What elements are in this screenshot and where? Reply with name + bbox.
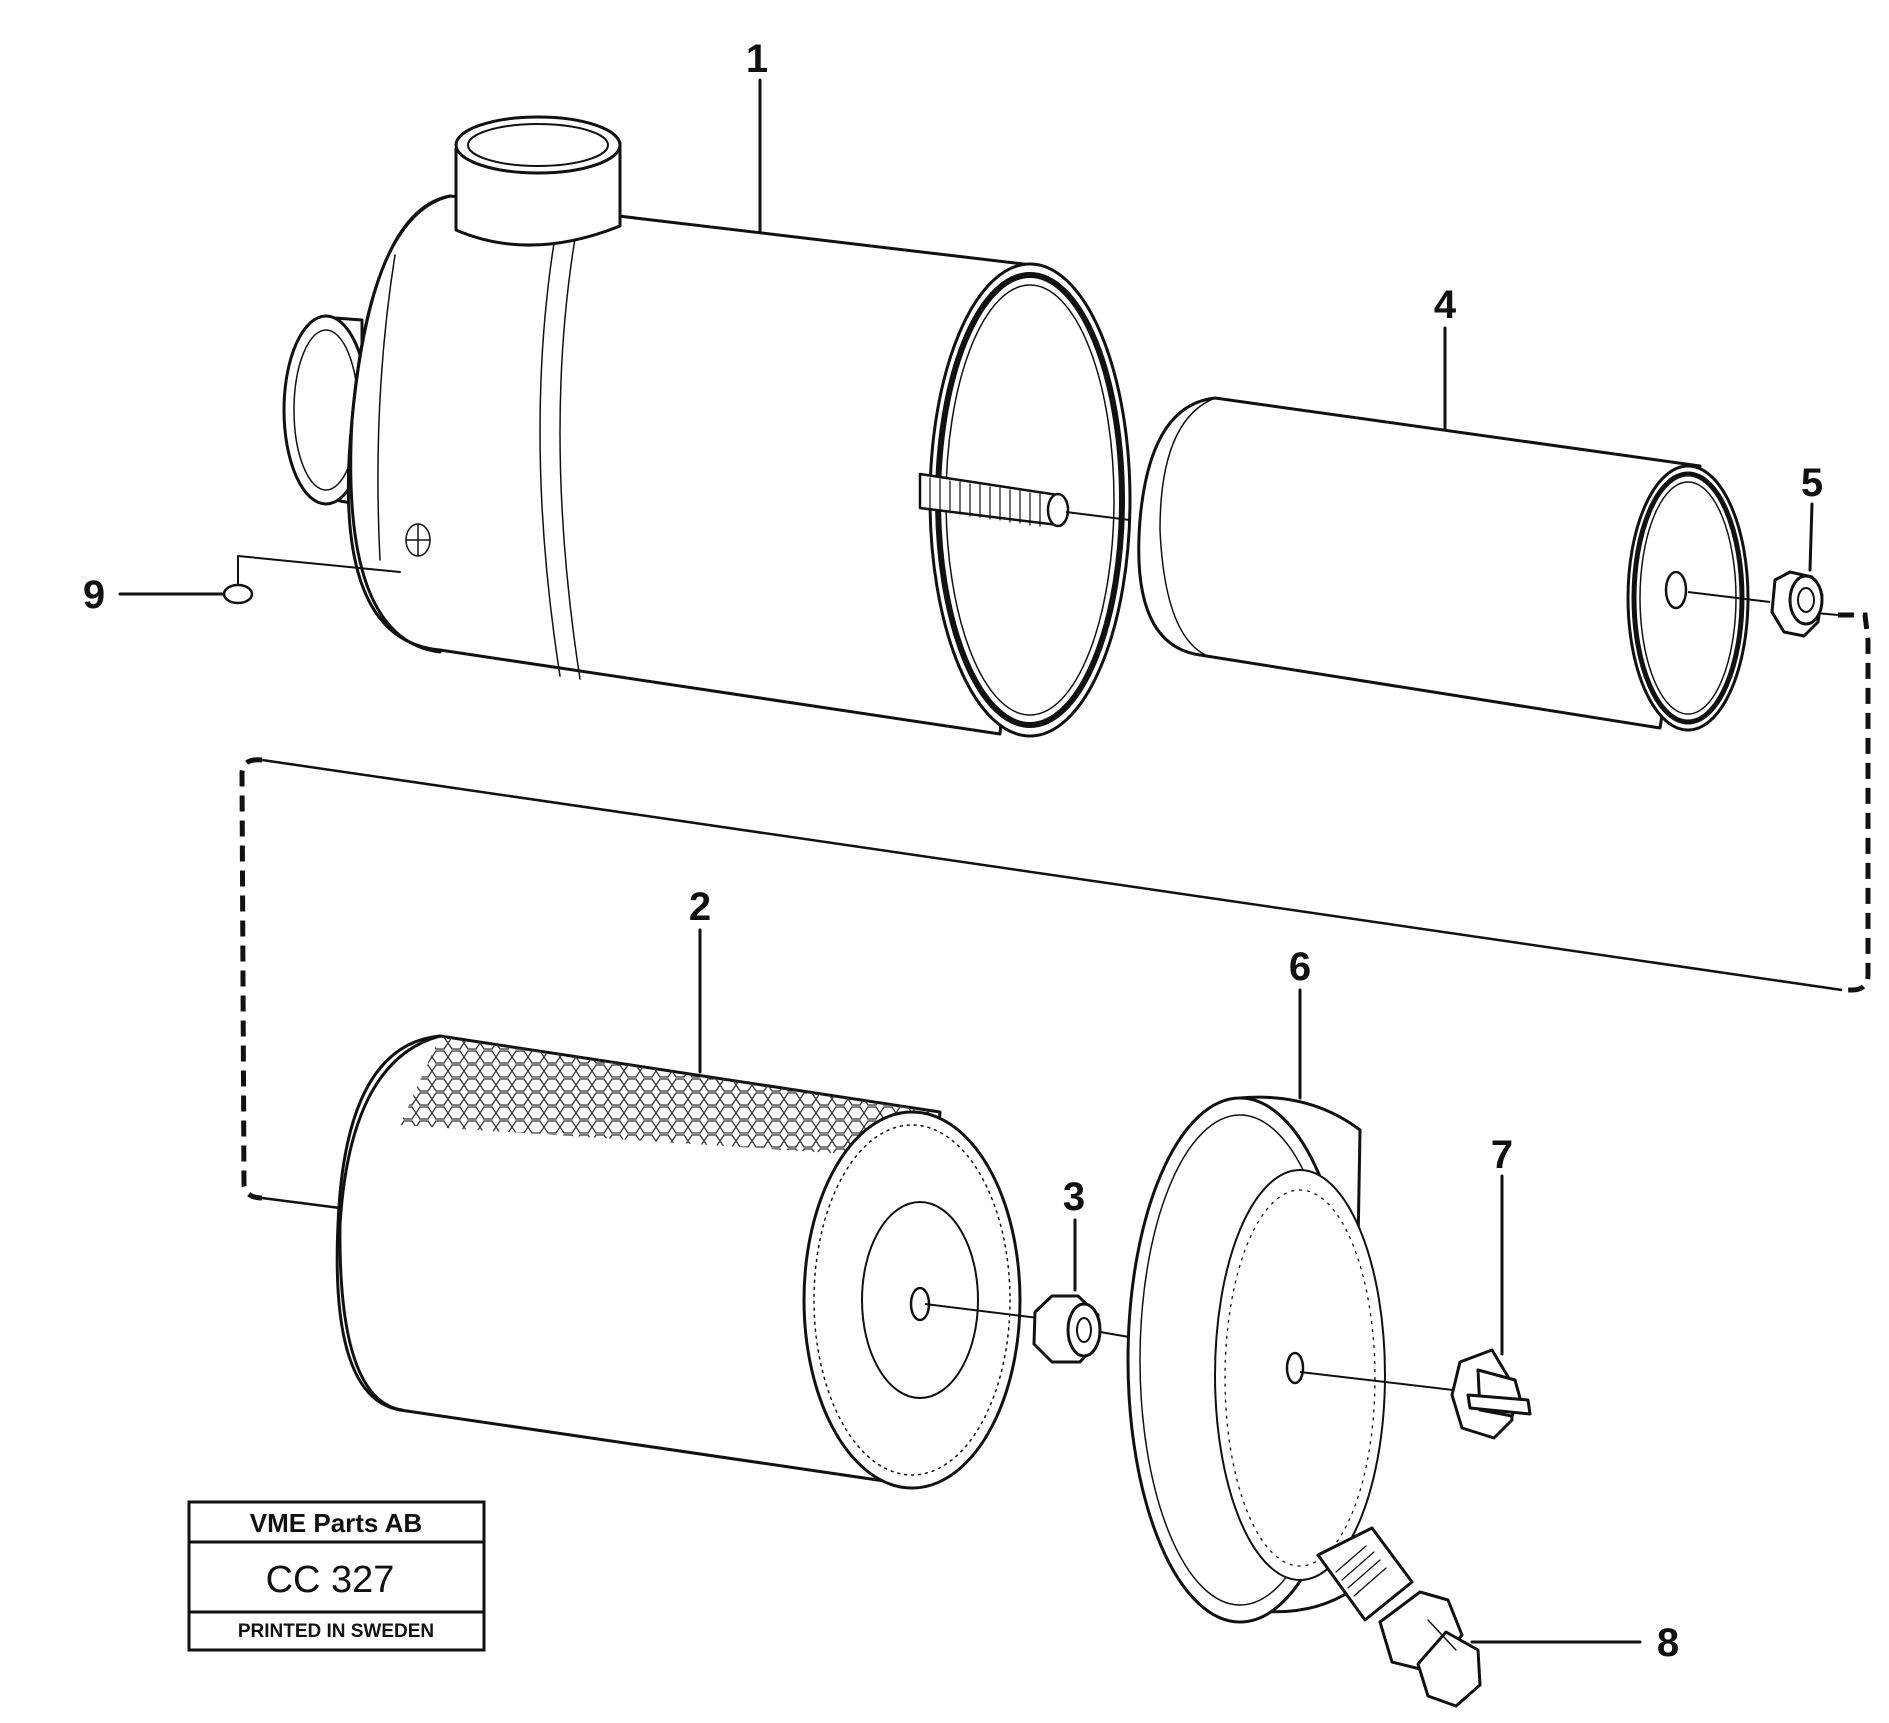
part-4-safety-filter [1065,396,1771,732]
title-box: VME Parts AB CC 327 PRINTED IN SWEDEN [187,1500,486,1652]
part-1-filter-housing [282,115,1132,738]
part-3-nut [924,1294,1136,1364]
callout-leaders [118,78,1814,1644]
callout-2: 2 [689,885,711,929]
title-box-code: CC 327 [266,1559,395,1601]
title-box-company: VME Parts AB [250,1508,422,1538]
title-box-footer: PRINTED IN SWEDEN [238,1621,434,1642]
callout-8: 8 [1657,1621,1679,1665]
assembly-path-dashed [239,611,1871,1210]
callout-1: 1 [746,37,768,81]
callout-3: 3 [1063,1175,1085,1219]
callout-6: 6 [1289,945,1311,989]
part-2-main-filter-element [335,1034,1022,1490]
callout-7: 7 [1491,1133,1513,1177]
part-7-wing-nut [1450,1348,1532,1440]
callout-9: 9 [83,573,105,617]
part-5-nut [1770,570,1824,638]
callout-5: 5 [1801,461,1823,505]
part-6-cover [1126,1095,1471,1624]
part-8-drain-valve [1378,1590,1482,1708]
part-9-indicator-plug [222,555,401,605]
callout-4: 4 [1434,283,1457,327]
